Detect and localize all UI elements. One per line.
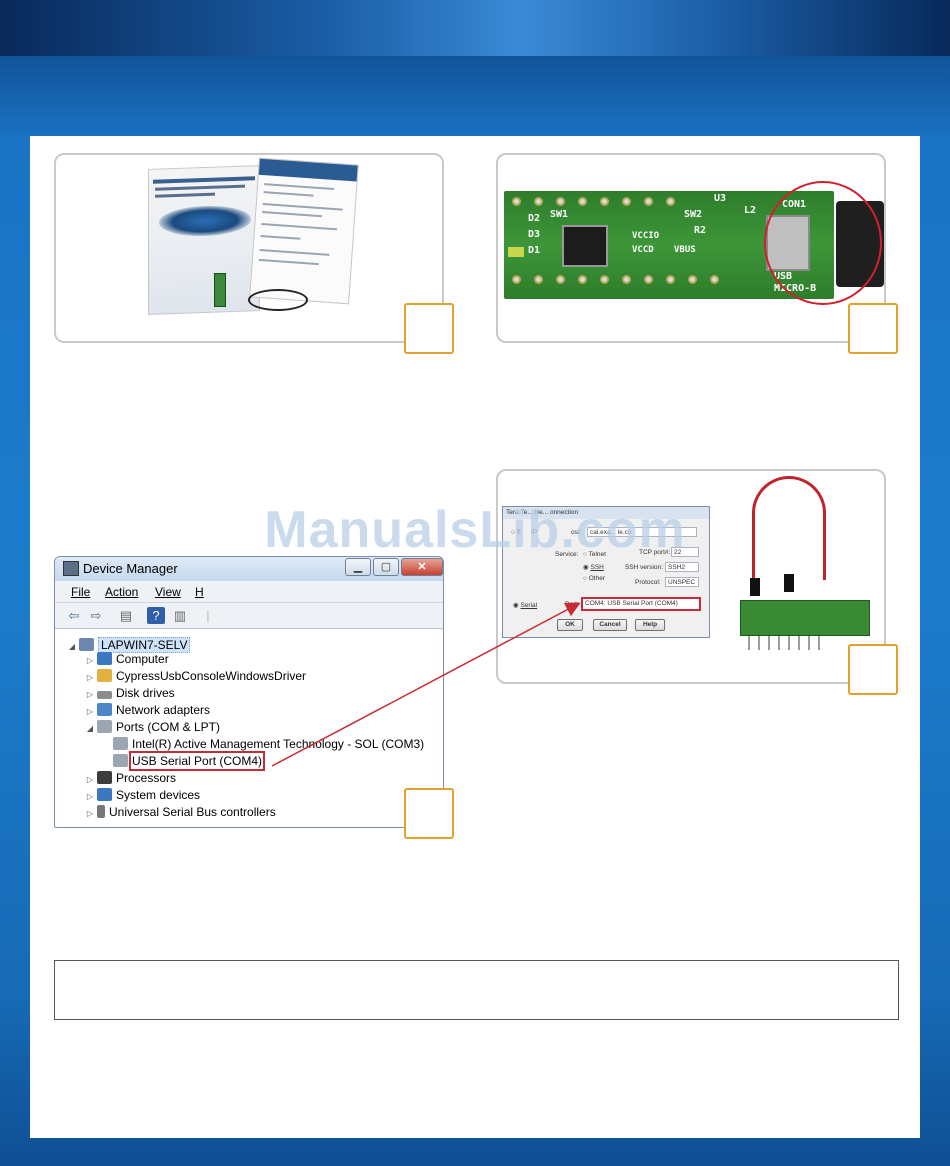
menu-file[interactable]: File (71, 585, 91, 599)
title-bar: Device Manager ▁ ▢ ✕ (55, 557, 443, 581)
protocol-label: Protocol: (635, 579, 661, 586)
tree-item-usb-serial-port[interactable]: USB Serial Port (COM4) (111, 751, 266, 771)
system-icon (97, 788, 112, 801)
quick-start-card (249, 157, 359, 305)
step-box-4 (848, 644, 898, 695)
port-label: Port: (565, 601, 579, 608)
tree-item-system-devices[interactable]: ▷System devices (86, 788, 201, 802)
help-button[interactable]: Help (635, 619, 665, 631)
back-arrow-icon[interactable]: ⇦ (68, 608, 80, 623)
silk-u3: U3 (714, 193, 727, 204)
protocol-select[interactable]: UNSPEC (665, 577, 699, 587)
tcp-radio[interactable]: ○ T (511, 529, 521, 536)
telnet-radio[interactable]: ○ Telnet (583, 551, 606, 558)
tree-item-computer[interactable]: ▷Computer (86, 652, 169, 666)
port-icon (97, 720, 112, 733)
ssh-radio[interactable]: ◉ SSH (583, 564, 604, 571)
silk-vccd: VCCD (632, 245, 654, 255)
computer-icon (79, 638, 94, 651)
note-box (54, 960, 899, 1020)
device-tree: ◢LAPWIN7-SELV ▷Computer ▷CypressUsbConso… (63, 633, 435, 827)
step-box-3 (404, 788, 454, 839)
kit-photo-panel (54, 153, 454, 354)
properties-icon[interactable]: ▤ (119, 608, 133, 623)
tree-item-network-adapters[interactable]: ▷Network adapters (86, 703, 211, 717)
cancel-button[interactable]: Cancel (593, 619, 627, 631)
toolbar-separator: | (206, 608, 210, 623)
loopback-board (740, 600, 870, 636)
menu-view[interactable]: View (155, 585, 181, 599)
window-title: Device Manager (83, 561, 178, 576)
ssh-version-select[interactable]: SSH2 (665, 562, 699, 572)
driver-warning-icon (97, 669, 112, 682)
processor-icon (97, 771, 112, 784)
port-icon (113, 754, 128, 767)
usb-icon (97, 805, 105, 818)
toolbar: ⇦ ⇨ ▤ ? ▥ | (55, 603, 443, 629)
silk-vbus: VBUS (674, 245, 696, 255)
disk-icon (97, 691, 112, 699)
host-label: ost: (571, 529, 582, 536)
silk-sw1: SW1 (550, 209, 569, 220)
tcp-ip-label: IP (531, 529, 538, 536)
ok-button[interactable]: OK (557, 619, 583, 631)
silk-vccio: VCCIO (632, 231, 660, 241)
tree-item-cypress-driver[interactable]: ▷CypressUsbConsoleWindowsDriver (86, 669, 307, 683)
silk-r2: R2 (694, 225, 707, 236)
menu-help[interactable]: H (195, 585, 204, 599)
device-manager-icon (63, 561, 79, 576)
tree-root[interactable]: ◢LAPWIN7-SELV (67, 637, 191, 653)
serial-radio[interactable]: ◉ Serial (513, 602, 538, 609)
header-band (0, 0, 950, 56)
highlight-circle (764, 181, 882, 305)
ssh-version-label: SSH version: (625, 564, 663, 571)
jumper-right (784, 574, 794, 592)
tcp-port-label: TCP port#: (639, 549, 671, 556)
service-label: Service: (555, 551, 579, 558)
forward-arrow-icon[interactable]: ⇨ (90, 608, 102, 623)
silk-d2: D2 (528, 213, 541, 224)
other-radio[interactable]: ○ Other (583, 575, 605, 582)
usb-cable (248, 289, 308, 311)
port-icon (113, 737, 128, 750)
dialog-title: Tera Te... Ne... onnection (503, 507, 709, 519)
silk-d1: D1 (528, 245, 541, 256)
menu-bar: File Action View H (55, 581, 443, 603)
device-manager-window: Device Manager ▁ ▢ ✕ File Action View H … (54, 556, 444, 828)
host-field[interactable]: cal.exa... le.co (587, 527, 697, 537)
watermark: ManualsLib.com (264, 501, 686, 559)
close-button[interactable]: ✕ (401, 558, 443, 576)
board-photo-panel: D2 D3 D1 SW1 SW2 R2 U3 L2 VCCIO VCCD VBU… (496, 153, 898, 354)
kit-box (148, 165, 260, 315)
tree-item-ports[interactable]: ◢Ports (COM & LPT) (86, 720, 221, 734)
silk-d3: D3 (528, 229, 541, 240)
kit-image (148, 157, 368, 321)
update-driver-icon[interactable]: ▥ (173, 608, 187, 623)
controller-chip (562, 225, 608, 267)
maximize-button[interactable]: ▢ (373, 558, 399, 576)
port-select[interactable]: COM4: USB Serial Port (COM4) (581, 597, 701, 611)
loopback-wire (752, 476, 826, 580)
usb-serial-port-label: USB Serial Port (COM4) (128, 751, 266, 771)
tree-item-usb-controllers[interactable]: ▷Universal Serial Bus controllers (86, 805, 276, 819)
jumper-left (750, 578, 760, 596)
step-box-1 (404, 303, 454, 354)
silk-sw2: SW2 (684, 209, 703, 220)
tcp-port-field[interactable]: 22 (671, 547, 699, 557)
help-icon[interactable]: ? (147, 607, 165, 624)
network-icon (97, 703, 112, 716)
silk-l2: L2 (744, 205, 757, 216)
minimize-button[interactable]: ▁ (345, 558, 371, 576)
step-box-2 (848, 303, 898, 354)
tree-item-intel-amt[interactable]: Intel(R) Active Management Technology - … (111, 736, 424, 752)
tree-item-processors[interactable]: ▷Processors (86, 771, 177, 785)
board-in-kit (214, 273, 226, 307)
tree-item-disk-drives[interactable]: ▷Disk drives (86, 686, 175, 700)
monitor-icon (97, 652, 112, 665)
menu-action[interactable]: Action (105, 585, 139, 599)
led (508, 247, 524, 257)
